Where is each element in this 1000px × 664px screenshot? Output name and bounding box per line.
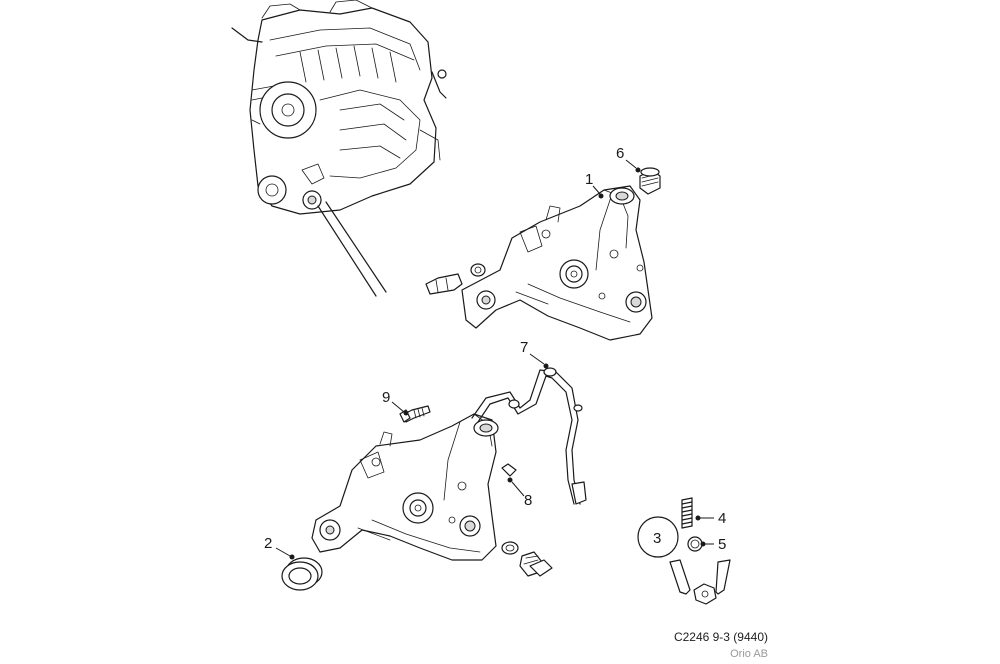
oil-pump-lower <box>311 413 499 561</box>
callout-1: 1 <box>585 171 604 199</box>
callout-label-2: 2 <box>264 535 272 552</box>
callout-label-9: 9 <box>382 389 390 406</box>
callout-2: 2 <box>264 535 295 560</box>
callout-5: 5 <box>700 536 726 553</box>
callout-label-4: 4 <box>718 510 726 527</box>
callout-label-1: 1 <box>585 171 593 188</box>
relief-valve-assembly-upper <box>425 263 486 295</box>
plug-part-6 <box>639 167 661 195</box>
callout-9: 9 <box>382 389 409 416</box>
callout-7: 7 <box>520 339 549 369</box>
dowel-pin-part-8 <box>501 463 517 477</box>
callout-label-5: 5 <box>718 536 726 553</box>
oil-pump-upper <box>461 185 653 341</box>
repair-kit-part-3 <box>637 497 731 605</box>
callout-6: 6 <box>616 145 641 173</box>
copyright-label: Orio AB <box>730 648 768 660</box>
callout-label-8: 8 <box>524 492 532 509</box>
engine-illustration <box>231 0 447 297</box>
callout-8: 8 <box>507 477 532 509</box>
bolt-part-9 <box>399 405 431 423</box>
drawing-reference: C2246 9-3 (9440) <box>673 630 768 644</box>
oil-pipe-part-7 <box>471 367 587 505</box>
callout-3: 3 <box>653 530 661 547</box>
seal-ring-part-2 <box>281 557 323 591</box>
callout-label-3: 3 <box>653 530 661 547</box>
relief-valve-assembly-lower <box>501 541 553 577</box>
callout-4: 4 <box>695 510 726 527</box>
callout-label-6: 6 <box>616 145 624 162</box>
callout-label-7: 7 <box>520 339 528 356</box>
